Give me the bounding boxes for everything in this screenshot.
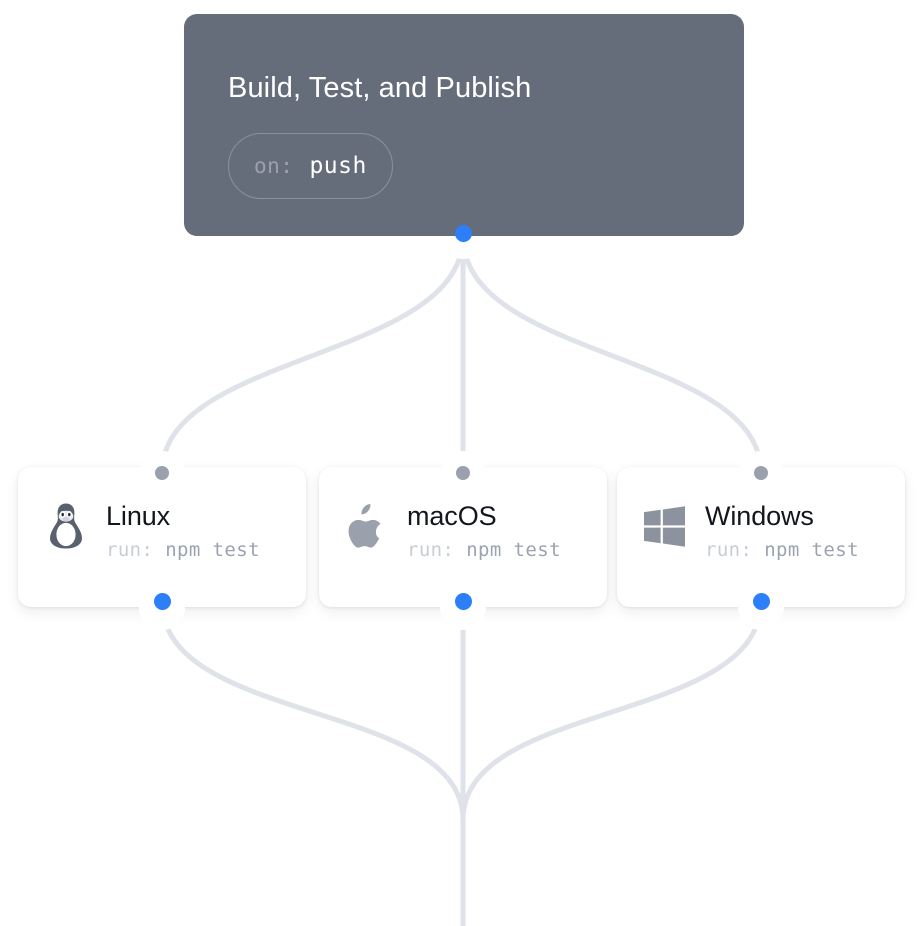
linux-target-handle[interactable] bbox=[155, 466, 169, 480]
windows-source-notch bbox=[738, 607, 784, 630]
job-node-macos[interactable]: macOS run: npm test bbox=[319, 467, 607, 607]
windows-target-handle[interactable] bbox=[754, 466, 768, 480]
job-title-linux: Linux bbox=[106, 501, 171, 531]
trigger-node[interactable]: Build, Test, and Publish on: push bbox=[184, 14, 744, 236]
job-cmd-value-macos: npm test bbox=[466, 539, 561, 561]
job-cmd-key-macos: run: bbox=[407, 539, 455, 561]
edge-trigger-linux bbox=[159, 233, 466, 476]
job-node-windows[interactable]: Windows run: npm test bbox=[617, 467, 905, 607]
job-cmd-linux: run: npm test bbox=[106, 538, 260, 562]
linux-penguin-icon bbox=[44, 502, 88, 550]
edge-linux-merge bbox=[159, 598, 466, 823]
macos-source-handle[interactable] bbox=[454, 593, 472, 610]
trigger-source-handle[interactable] bbox=[454, 225, 472, 242]
macos-source-notch bbox=[440, 607, 486, 630]
job-cmd-key-linux: run: bbox=[106, 539, 154, 561]
job-cmd-windows: run: npm test bbox=[705, 538, 859, 562]
job-title-macos: macOS bbox=[407, 501, 497, 531]
trigger-title: Build, Test, and Publish bbox=[228, 72, 532, 104]
linux-source-handle[interactable] bbox=[153, 593, 171, 610]
job-cmd-macos: run: npm test bbox=[407, 538, 561, 562]
job-title-windows: Windows bbox=[705, 501, 814, 531]
trigger-event-pill[interactable]: on: push bbox=[228, 133, 393, 199]
windows-source-handle[interactable] bbox=[752, 593, 770, 610]
macos-target-handle[interactable] bbox=[456, 466, 470, 480]
job-node-linux[interactable]: Linux run: npm test bbox=[18, 467, 306, 607]
apple-logo-icon bbox=[345, 502, 389, 550]
job-cmd-key-windows: run: bbox=[705, 539, 753, 561]
linux-source-notch bbox=[139, 607, 185, 630]
trigger-event-value: push bbox=[309, 153, 367, 179]
job-cmd-value-windows: npm test bbox=[764, 539, 859, 561]
job-cmd-value-linux: npm test bbox=[165, 539, 260, 561]
windows-logo-icon bbox=[643, 502, 687, 550]
trigger-event-key: on: bbox=[254, 154, 294, 178]
edge-trigger-windows bbox=[460, 233, 764, 476]
edge-windows-merge bbox=[460, 598, 764, 823]
